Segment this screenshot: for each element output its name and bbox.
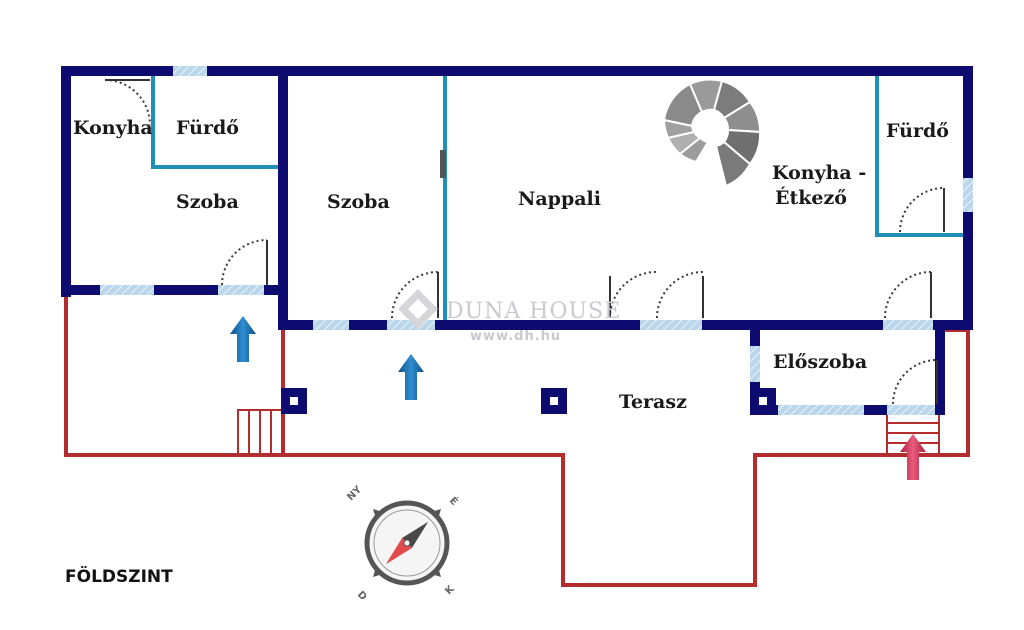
entry-arrow-middle [398,354,424,400]
room-label-szoba-left: Szoba [176,191,239,213]
room-label-szoba-middle: Szoba [327,191,390,213]
floor-label: FÖLDSZINT [65,565,173,587]
doors [104,79,945,405]
windows [100,66,973,415]
compass-sw: D [355,589,369,603]
watermark-url: www.dh.hu [470,329,561,344]
watermark-logo-icon [398,289,438,329]
terrace-columns [281,388,776,414]
room-label-furdo-right: Fürdő [886,120,949,142]
entry-arrow-left [230,316,256,362]
room-label-eloszoba: Előszoba [773,351,867,373]
compass-se: K [443,583,457,597]
main-entry-arrow [900,434,926,480]
room-label-furdo-left: Fürdő [176,117,239,139]
room-label-nappali: Nappali [518,188,601,210]
room-label-konyha-etkezo-2: Étkező [775,186,847,209]
room-label-konyha-etkezo-1: Konyha - [772,162,866,184]
wall-stub [440,150,446,178]
compass-icon: NY É D K [345,484,461,603]
interior-partitions [151,76,963,320]
stairs-left [237,409,283,456]
room-label-konyha-left: Konyha [73,117,153,139]
compass-nw: NY [345,484,364,503]
spiral-staircase [662,78,762,188]
room-label-terasz: Terasz [619,391,687,413]
watermark-brand: DUNA HOUSE [446,299,621,324]
compass-ne: É [447,494,461,508]
watermark: DUNA HOUSE www.dh.hu [398,289,621,344]
